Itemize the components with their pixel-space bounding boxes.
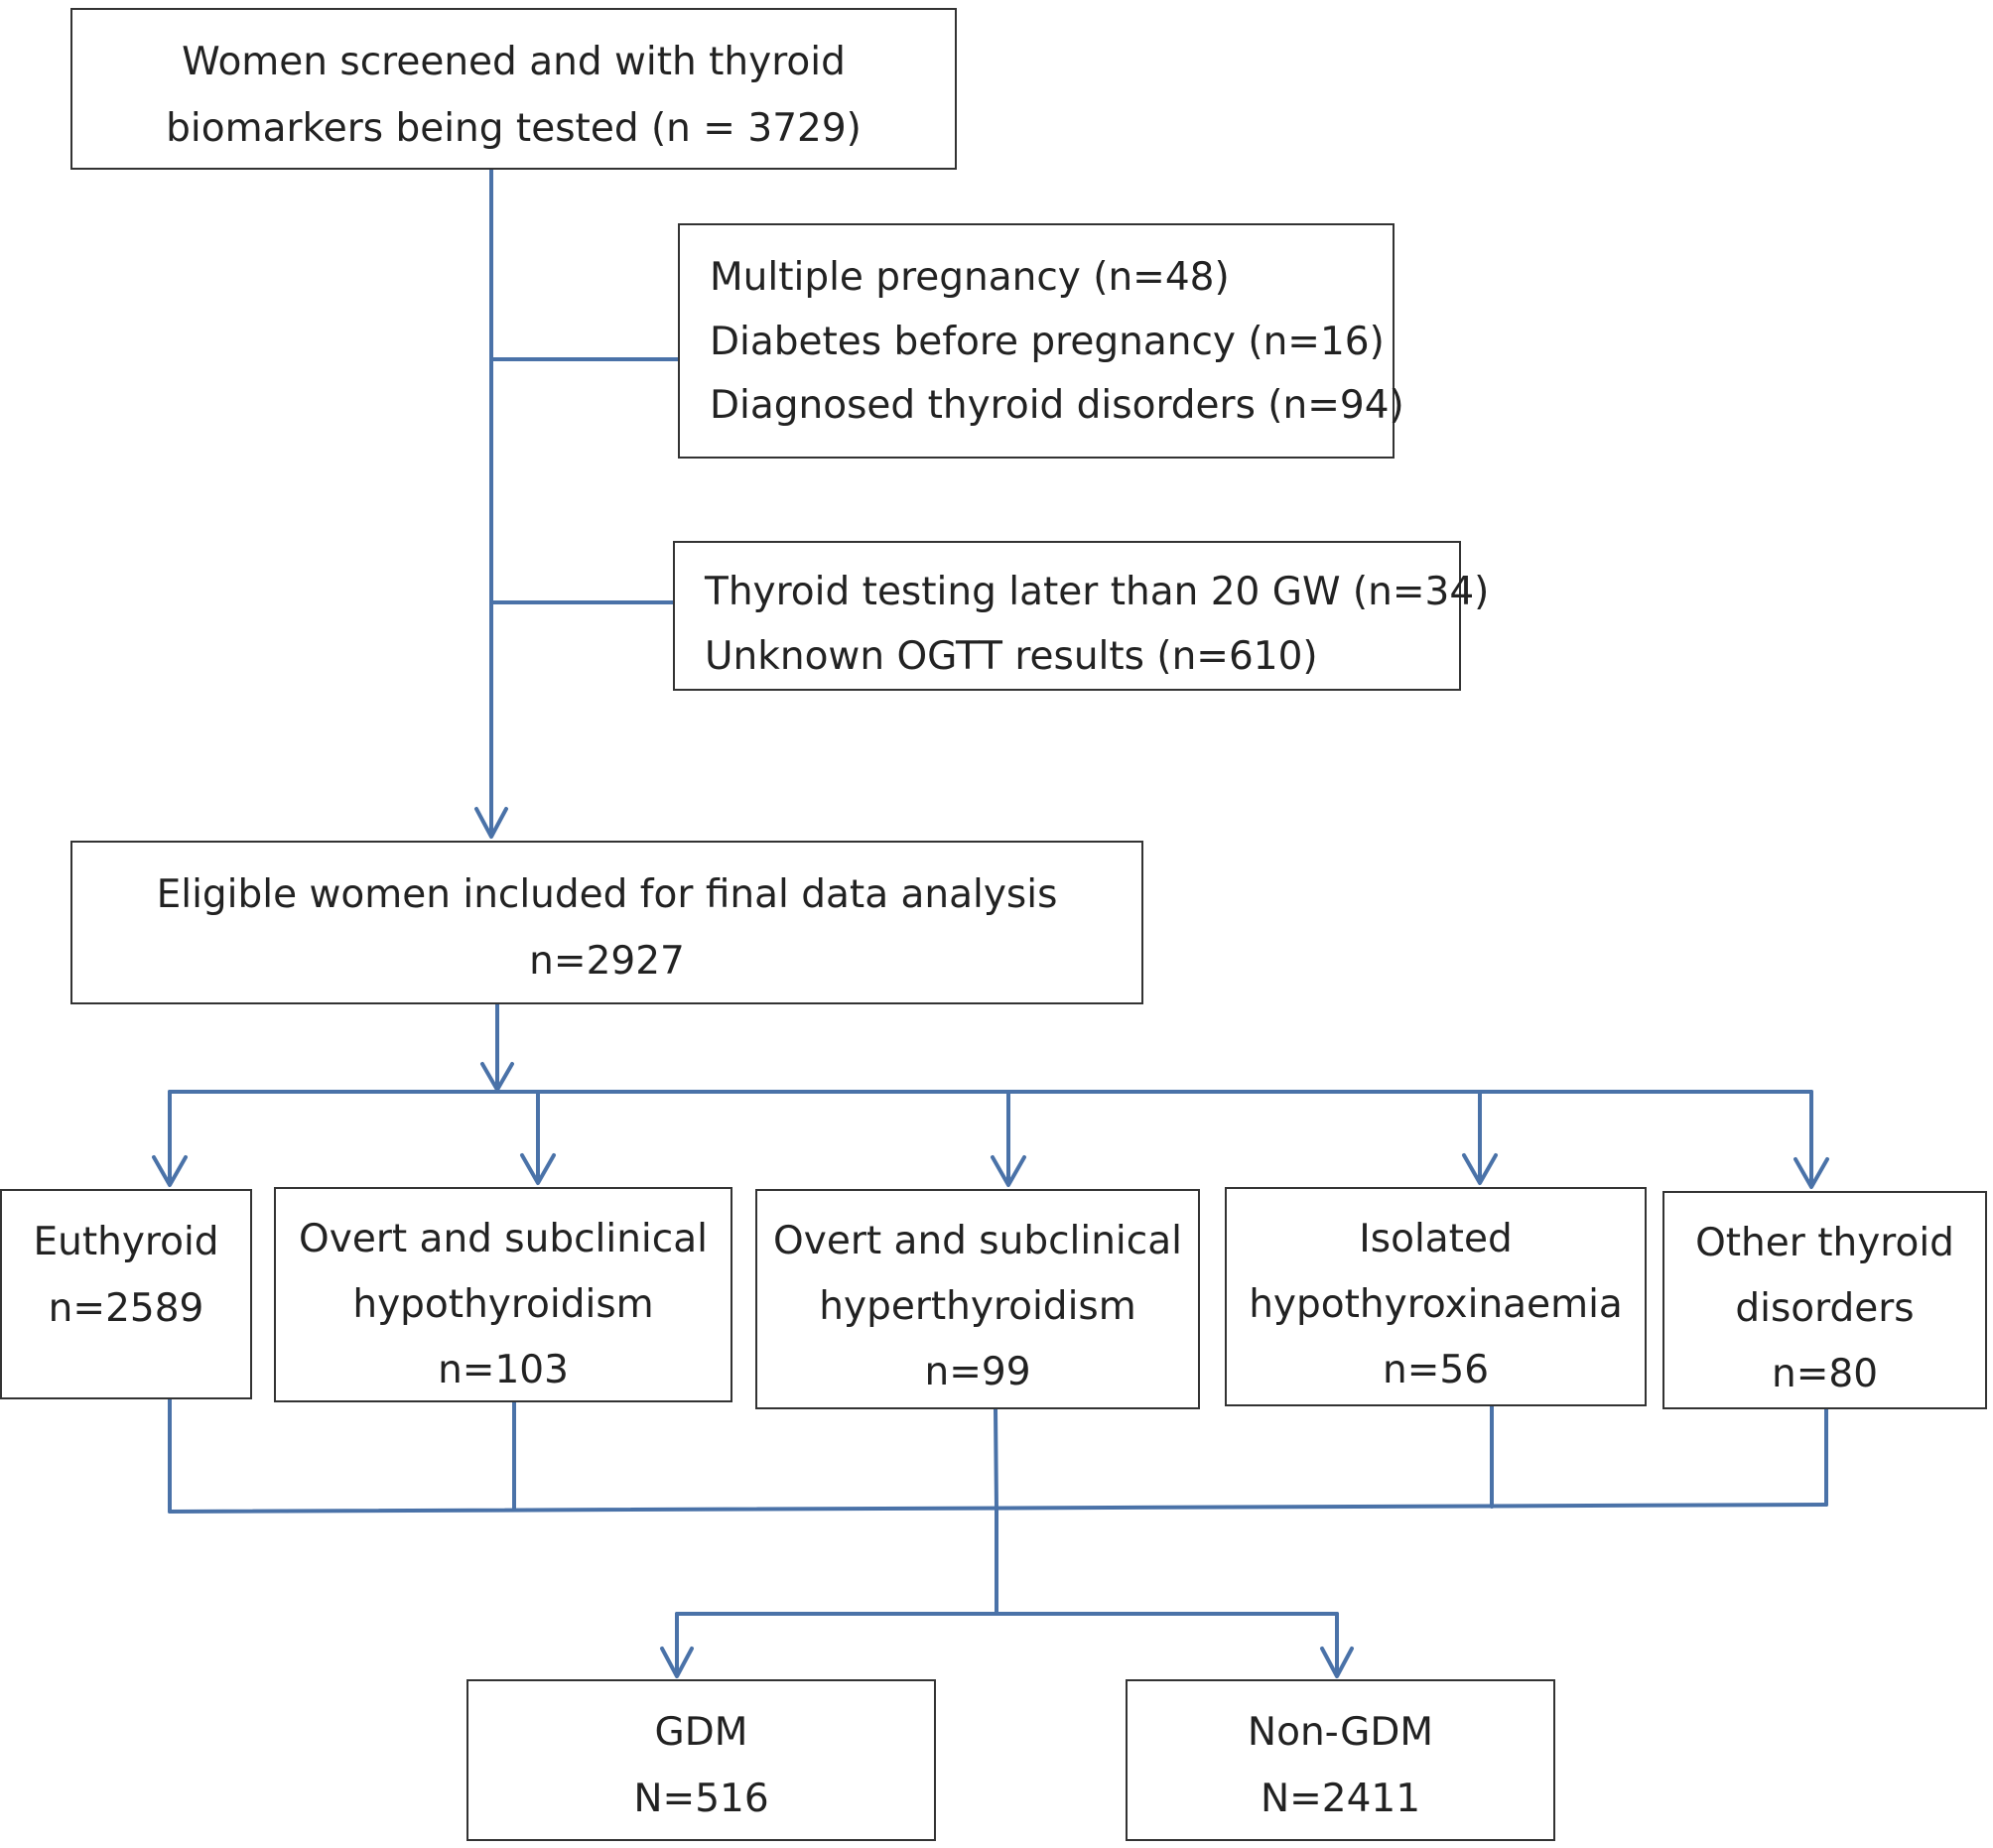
arrowhead-hypothyroxinaemia [1462, 1153, 1498, 1185]
exclusion-box-1: Multiple pregnancy (n=48) Diabetes befor… [678, 223, 1404, 459]
group-box-hypothyroidism: Overt and subclinical hypothyroidism n=1… [274, 1187, 732, 1402]
group-hyperthyroidism-line-3: n=99 [924, 1350, 1031, 1394]
screened-line-2: biomarkers being tested (n = 3729) [166, 106, 862, 151]
exclusion-2-line-2: Unknown OGTT results (n=610) [705, 634, 1318, 679]
group-box-other: Other thyroid disorders n=80 [1662, 1191, 1987, 1409]
outcome-box-non-gdm: Non-GDM N=2411 [1126, 1679, 1555, 1841]
exclusion-1-line-1: Multiple pregnancy (n=48) [710, 255, 1230, 300]
arrowhead-non-gdm [1320, 1647, 1354, 1678]
group-other-line-2: disorders [1735, 1286, 1915, 1331]
outcome-gdm-line-1: GDM [654, 1710, 748, 1755]
eligible-line-2: n=2927 [529, 939, 685, 984]
eligible-line-1: Eligible women included for final data a… [156, 872, 1058, 917]
group-hypothyroidism-line-1: Overt and subclinical [299, 1217, 708, 1261]
arrowhead-euthyroid [152, 1155, 188, 1187]
outcome-gdm-line-2: N=516 [633, 1777, 769, 1821]
group-hypothyroxinaemia-line-3: n=56 [1382, 1348, 1490, 1392]
outcome-non-gdm-line-1: Non-GDM [1247, 1710, 1434, 1755]
screened-box: Women screened and with thyroid biomarke… [70, 8, 957, 170]
group-box-euthyroid: Euthyroid n=2589 [0, 1189, 252, 1399]
group-euthyroid-line-1: Euthyroid [33, 1220, 219, 1264]
group-euthyroid-line-2: n=2589 [48, 1286, 204, 1331]
arrowhead-other [1794, 1157, 1829, 1189]
exclusion-1-line-3: Diagnosed thyroid disorders (n=94) [710, 383, 1404, 428]
outcome-box-gdm: GDM N=516 [466, 1679, 936, 1841]
group-hypothyroxinaemia-line-1: Isolated [1359, 1217, 1513, 1261]
group-hypothyroidism-line-3: n=103 [438, 1348, 569, 1392]
group-hypothyroxinaemia-line-2: hypothyroxinaemia [1249, 1282, 1623, 1327]
group-hypothyroidism-line-2: hypothyroidism [352, 1282, 654, 1327]
exclusion-box-2: Thyroid testing later than 20 GW (n=34) … [673, 541, 1489, 691]
group-other-line-1: Other thyroid [1695, 1221, 1954, 1265]
screened-line-1: Women screened and with thyroid [182, 40, 846, 84]
group-box-hyperthyroidism: Overt and subclinical hyperthyroidism n=… [755, 1189, 1200, 1409]
eligible-box: Eligible women included for final data a… [70, 841, 1143, 1004]
connector-lines [152, 168, 1829, 1678]
arrowhead-hypothyroidism [520, 1153, 556, 1185]
outcome-non-gdm-line-2: N=2411 [1260, 1777, 1421, 1821]
arrowhead-hyperthyroidism [991, 1155, 1026, 1187]
group-hyperthyroidism-line-2: hyperthyroidism [819, 1284, 1136, 1329]
group-hyperthyroidism-line-1: Overt and subclinical [773, 1219, 1182, 1263]
arrowhead-gdm [660, 1647, 694, 1678]
exclusion-1-line-2: Diabetes before pregnancy (n=16) [710, 320, 1385, 364]
eligible-arrowhead [474, 807, 508, 839]
group-other-line-3: n=80 [1771, 1352, 1879, 1396]
group-box-hypothyroxinaemia: Isolated hypothyroxinaemia n=56 [1225, 1187, 1647, 1406]
exclusion-2-line-1: Thyroid testing later than 20 GW (n=34) [705, 570, 1490, 614]
